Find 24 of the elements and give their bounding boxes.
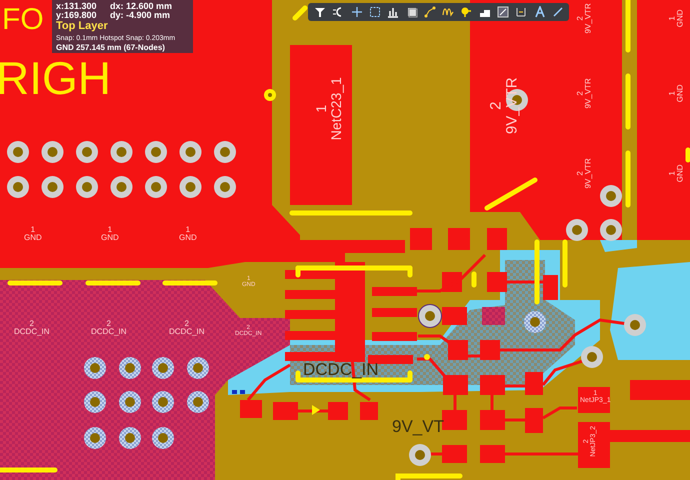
pad-label: 1 NetC23_1 bbox=[314, 77, 344, 140]
pad-label: 2 9V_VTR bbox=[576, 78, 594, 108]
pad-label: 1 GND bbox=[101, 226, 119, 243]
coordinate-readout: dy: -4.900 mm bbox=[110, 11, 170, 20]
pad-label: 1 GND bbox=[668, 84, 686, 102]
coordinate-readout: y:169.800 bbox=[56, 11, 97, 20]
pad-label: 1 GND bbox=[179, 226, 197, 243]
pad-label: 2 9V_VTR bbox=[576, 158, 594, 188]
pad-label: 2 DCDC_IN bbox=[91, 320, 127, 337]
silkscreen-text: 9V_VT bbox=[392, 418, 444, 436]
pad-label: 2 DCDC_IN bbox=[169, 320, 205, 337]
silkscreen-text: RIGH bbox=[0, 54, 111, 102]
layer-name: Top Layer bbox=[56, 21, 108, 33]
pad-label: 1 GND bbox=[668, 10, 686, 28]
pad-label: 2 9V_VTR bbox=[488, 77, 520, 134]
pad-label: 2 9V_VTR bbox=[576, 3, 594, 34]
pad-label: 1 GND bbox=[668, 164, 686, 182]
silkscreen-text: FO bbox=[2, 4, 44, 36]
pad-label: 2 DCDC_IN bbox=[14, 320, 50, 337]
coordinate-readout: dx: 12.600 mm bbox=[110, 2, 172, 12]
coordinate-readout: x:131.300 bbox=[56, 2, 97, 12]
pad-label: 1 GND bbox=[24, 226, 42, 243]
net-length-readout: GND 257.145 mm (67-Nodes) bbox=[56, 44, 165, 52]
silkscreen-text: DCDC_IN bbox=[303, 361, 379, 379]
